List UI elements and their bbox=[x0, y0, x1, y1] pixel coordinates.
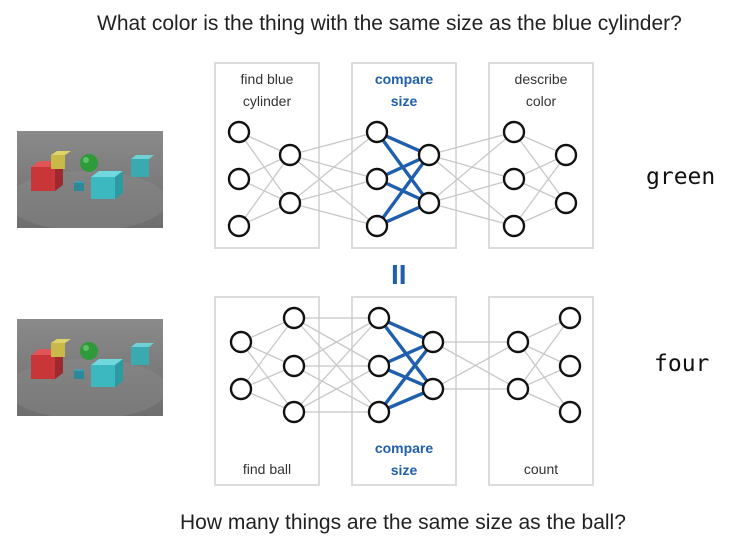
connection-top bbox=[289, 131, 378, 156]
neuron-node-top bbox=[365, 214, 389, 238]
neuron-node-top bbox=[554, 143, 578, 167]
neuron-node-top bbox=[417, 143, 441, 167]
connection-top bbox=[289, 131, 378, 204]
neuron-node-bottom bbox=[506, 330, 530, 354]
neuron-node-bottom bbox=[421, 330, 445, 354]
neuron-node-bottom bbox=[367, 400, 391, 424]
highlight-connection-top bbox=[375, 153, 431, 228]
question-top: What color is the thing with the same si… bbox=[97, 12, 682, 35]
neuron-node-top bbox=[365, 167, 389, 191]
connection-top bbox=[428, 131, 515, 204]
neuron-node-top bbox=[278, 143, 302, 167]
neuron-node-bottom bbox=[229, 377, 253, 401]
neuron-node-top bbox=[502, 120, 526, 144]
neuron-node-bottom bbox=[558, 354, 582, 378]
module-label-line2: color bbox=[525, 93, 557, 109]
module-label-line1: compare bbox=[374, 440, 434, 456]
connection-top bbox=[513, 154, 567, 227]
scene-image-top bbox=[17, 131, 163, 228]
answer-top: green bbox=[646, 164, 716, 190]
module-label-line2: cylinder bbox=[242, 93, 292, 109]
connection-bottom bbox=[293, 365, 380, 413]
connection-top bbox=[428, 178, 515, 204]
neuron-node-bottom bbox=[506, 377, 530, 401]
connection-bottom bbox=[517, 317, 571, 390]
module-label-line2: size bbox=[390, 462, 418, 478]
connection-top bbox=[289, 178, 378, 204]
neuron-node-top bbox=[227, 167, 251, 191]
neuron-node-bottom bbox=[558, 306, 582, 330]
neuron-node-top bbox=[227, 120, 251, 144]
neuron-node-top bbox=[417, 191, 441, 215]
module-label-line1: find ball bbox=[242, 461, 292, 477]
module-label-line1: describe bbox=[514, 71, 568, 87]
module-label-line1: compare bbox=[374, 71, 434, 87]
neuron-node-top bbox=[502, 167, 526, 191]
connection-top bbox=[428, 202, 515, 227]
neuron-node-bottom bbox=[367, 354, 391, 378]
neuron-node-bottom bbox=[558, 400, 582, 424]
connection-top bbox=[238, 154, 291, 227]
neuron-node-bottom bbox=[367, 306, 391, 330]
module-count: count bbox=[488, 296, 594, 486]
neuron-node-bottom bbox=[421, 377, 445, 401]
module-label-line1: count bbox=[523, 461, 559, 477]
neuron-node-bottom bbox=[282, 400, 306, 424]
neuron-node-top bbox=[502, 214, 526, 238]
module-label-line2: size bbox=[390, 93, 418, 109]
connection-bottom bbox=[432, 341, 519, 390]
highlight-connection-bottom bbox=[377, 340, 435, 414]
module-label-line1: find blue bbox=[240, 71, 294, 87]
equals-symbol: II bbox=[391, 259, 407, 290]
scene-image-bottom bbox=[17, 319, 163, 416]
neuron-node-top bbox=[554, 191, 578, 215]
connection-top bbox=[428, 131, 515, 156]
neuron-node-top bbox=[365, 120, 389, 144]
connection-top bbox=[289, 202, 378, 227]
connection-bottom bbox=[240, 317, 295, 390]
question-bottom: How many things are the same size as the… bbox=[180, 511, 626, 534]
neuron-node-bottom bbox=[282, 354, 306, 378]
neuron-node-bottom bbox=[282, 306, 306, 330]
neuron-node-top bbox=[278, 191, 302, 215]
neuron-node-bottom bbox=[229, 330, 253, 354]
connection-bottom bbox=[293, 317, 380, 413]
connection-bottom bbox=[293, 317, 380, 367]
neuron-node-top bbox=[227, 214, 251, 238]
answer-bottom: four bbox=[654, 351, 710, 377]
